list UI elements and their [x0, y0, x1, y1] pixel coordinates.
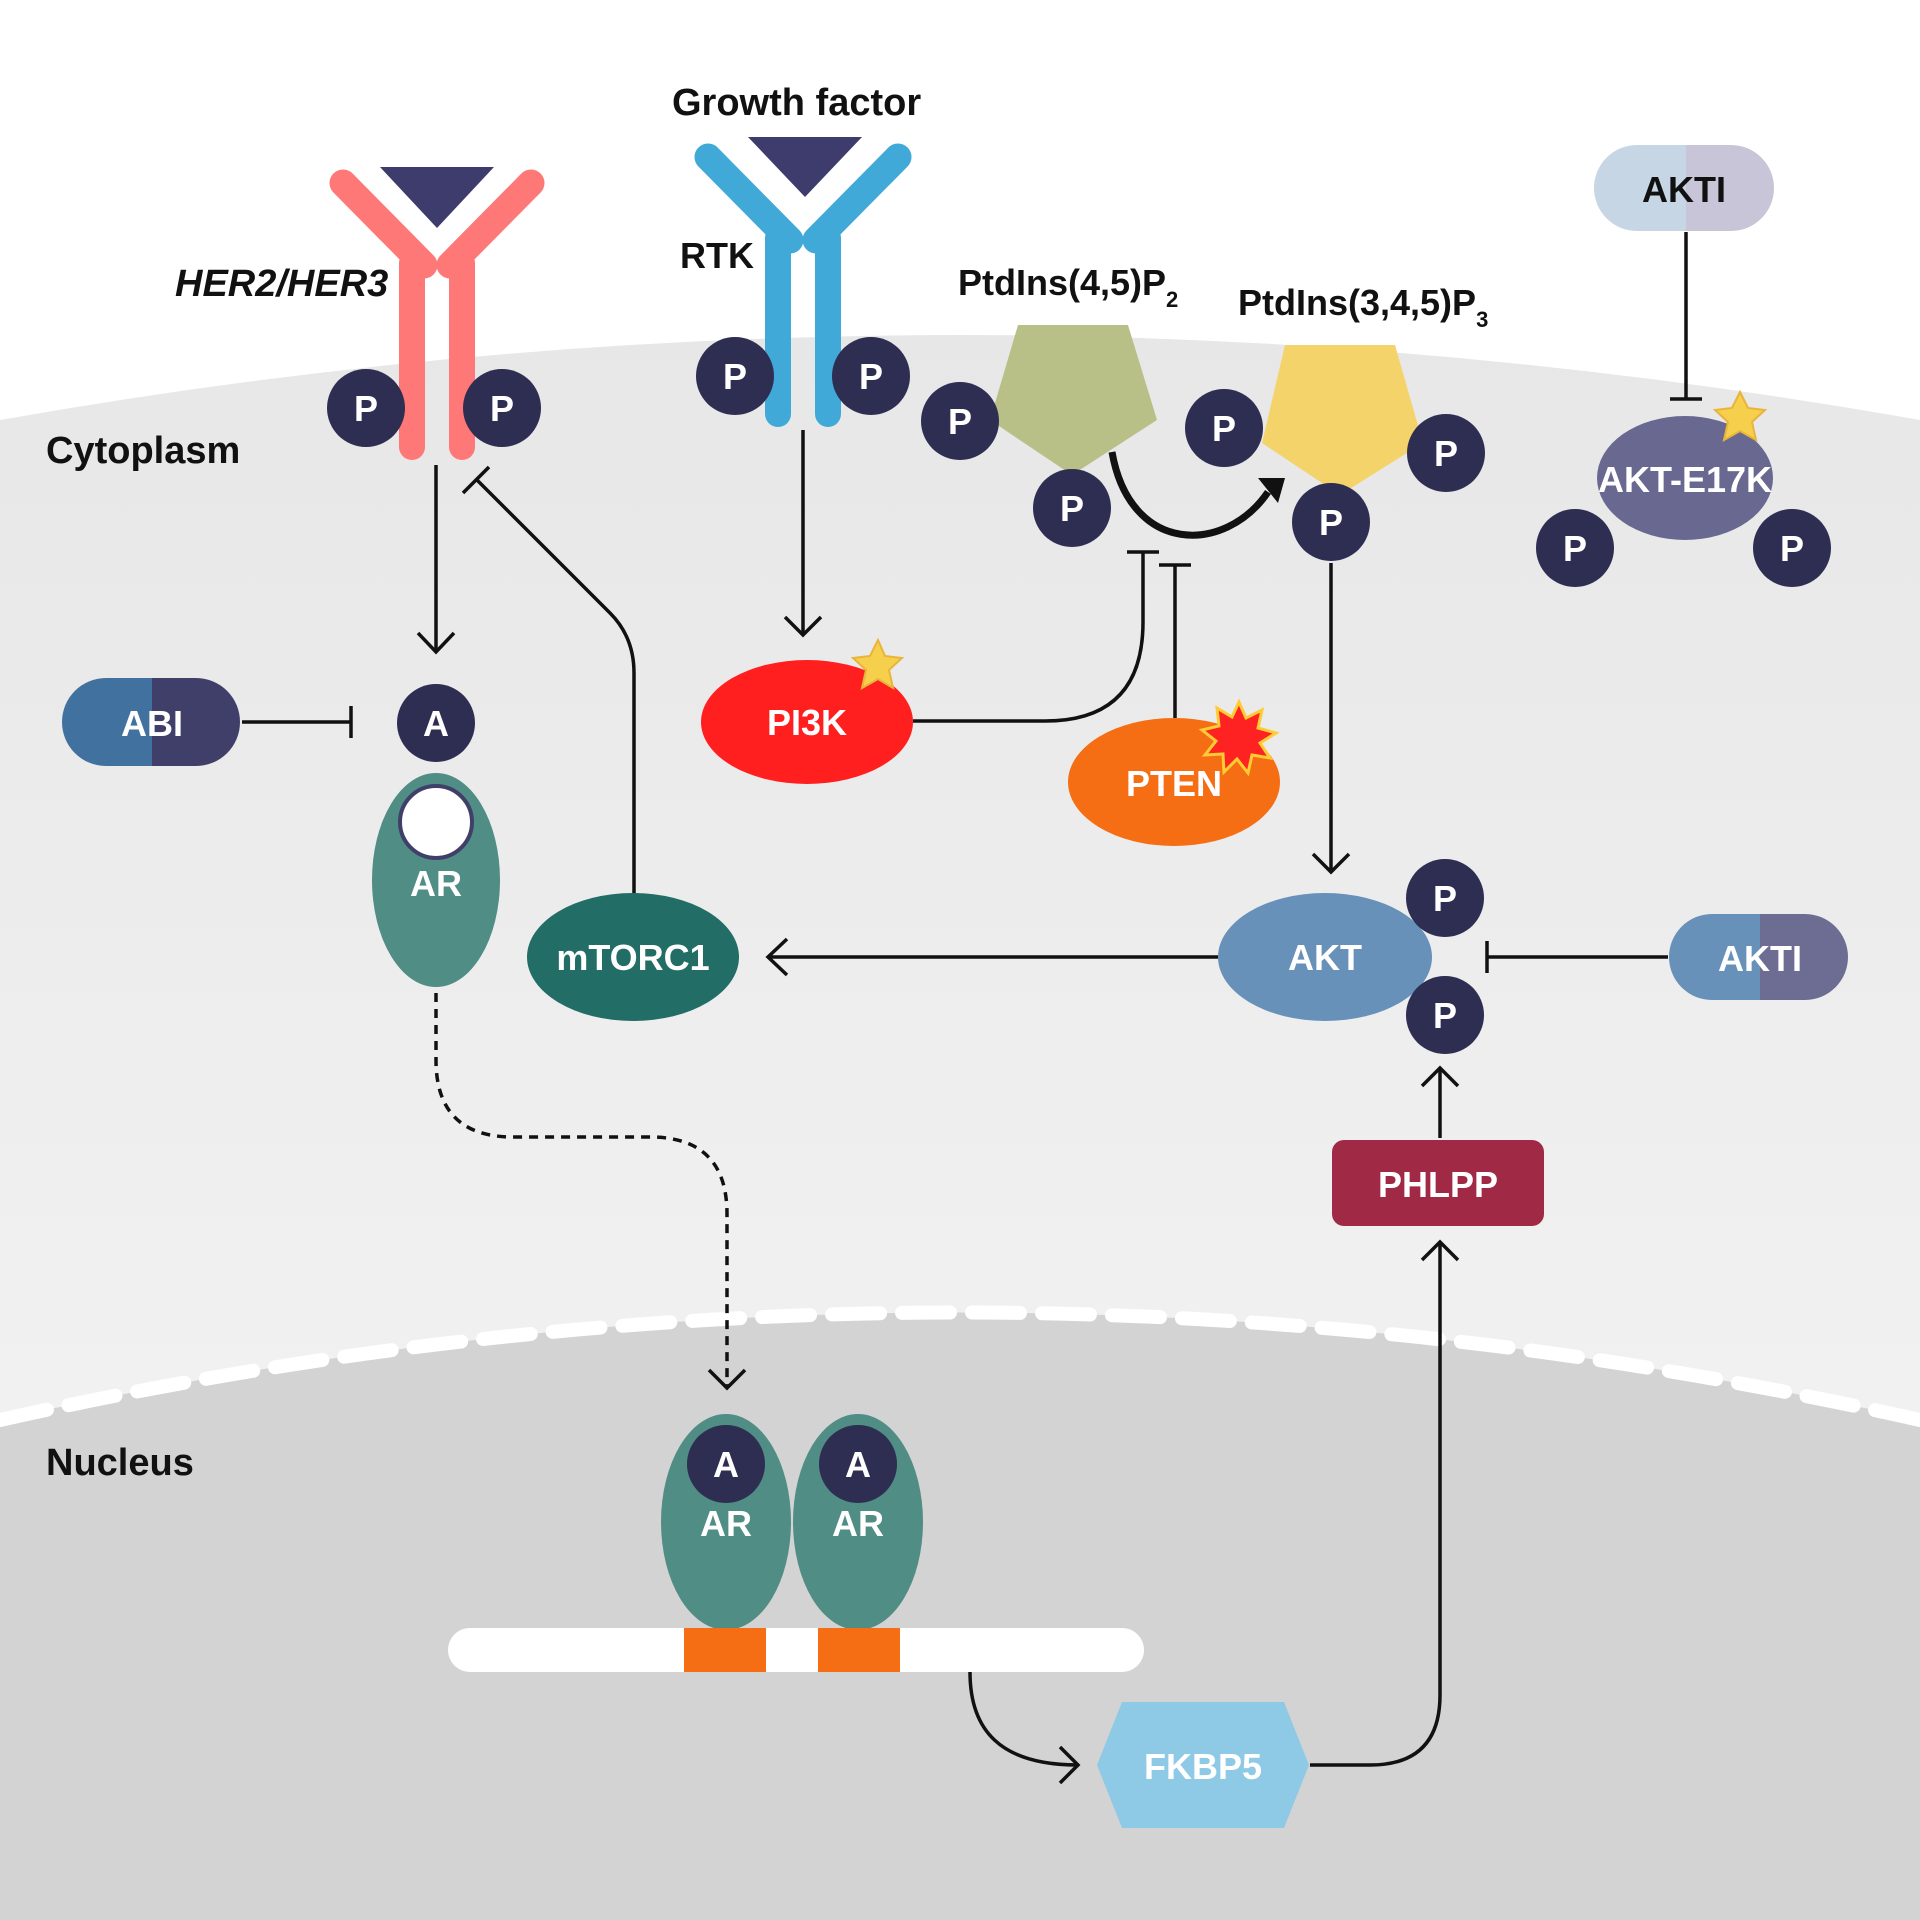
mtorc1-inhibits-her2	[475, 478, 636, 893]
svg-text:P: P	[1434, 433, 1458, 474]
svg-text:P: P	[859, 356, 883, 397]
akt-e17k-node: AKT-E17K	[1597, 416, 1773, 540]
fkbp5-to-phlpp-arrowhead	[1420, 1239, 1460, 1262]
phospho-rtk-right: P	[832, 337, 910, 415]
svg-text:AR: AR	[700, 1503, 752, 1544]
phospho-rtk-left: P	[696, 337, 774, 415]
androgen-receptor-cytoplasm: AR	[372, 773, 500, 987]
akt-to-mtorc1-arrowhead	[765, 937, 789, 977]
dna-binding-site-left	[684, 1628, 766, 1672]
pip2-to-pip3-arrowhead	[1258, 478, 1285, 503]
svg-text:A: A	[423, 703, 449, 744]
ligand-rtk	[748, 137, 862, 197]
dna-binding-site-right	[818, 1628, 900, 1672]
svg-text:AR: AR	[410, 863, 462, 904]
phospho-akt-e17k-right: P	[1753, 509, 1831, 587]
phospho-pip2-bottom: P	[1033, 469, 1111, 547]
pip2-to-pip3-arrow	[1108, 451, 1271, 539]
pip2-label: PtdIns(4,5)P2	[958, 262, 1178, 312]
akti-top-pill: AKTI	[1594, 145, 1774, 231]
rtk-label: RTK	[680, 235, 754, 276]
phospho-pip2-left: P	[921, 382, 999, 460]
svg-text:P: P	[1319, 502, 1343, 543]
svg-text:AKTI: AKTI	[1718, 938, 1802, 979]
fkbp5-to-phlpp-arrow	[1310, 1242, 1442, 1767]
svg-text:AR: AR	[832, 1503, 884, 1544]
svg-text:P: P	[490, 388, 514, 429]
mtorc1-node: mTORC1	[527, 893, 739, 1021]
svg-text:P: P	[354, 388, 378, 429]
mtorc1-inhibits-her2-bar	[461, 465, 491, 495]
phlpp-to-akt-arrowhead	[1420, 1065, 1460, 1088]
rtk-receptor	[694, 143, 912, 427]
mutation-star-pi3k	[850, 637, 905, 691]
ar-translocation-arrow	[434, 993, 729, 1388]
svg-text:PI3K: PI3K	[767, 702, 847, 743]
phospho-her2-right: P	[463, 369, 541, 447]
svg-text:P: P	[1212, 408, 1236, 449]
phospho-pip3-right: P	[1407, 414, 1485, 492]
svg-text:P: P	[1780, 528, 1804, 569]
pip3-to-akt-arrowhead	[1311, 852, 1351, 875]
svg-text:PTEN: PTEN	[1126, 763, 1222, 804]
svg-text:A: A	[845, 1444, 871, 1485]
svg-text:P: P	[1563, 528, 1587, 569]
svg-text:P: P	[723, 356, 747, 397]
pip3-pentagon	[1262, 345, 1423, 495]
dna-to-fkbp5-arrowhead	[1058, 1745, 1081, 1785]
akti-right-pill: AKTI	[1669, 914, 1848, 1000]
svg-text:P: P	[1433, 878, 1457, 919]
pip3-label: PtdIns(3,4,5)P3	[1238, 282, 1488, 332]
svg-text:P: P	[1433, 995, 1457, 1036]
akt-node: AKT	[1218, 893, 1432, 1021]
ligand-her2	[380, 167, 494, 228]
pip2-pentagon	[990, 325, 1157, 475]
svg-text:P: P	[1060, 488, 1084, 529]
svg-text:AKTI: AKTI	[1642, 169, 1726, 210]
androgen-receptor-nucleus-right: A AR	[793, 1414, 923, 1630]
svg-text:AKT: AKT	[1288, 937, 1362, 978]
nucleus-region	[0, 1312, 1920, 1920]
mutation-burst-pten	[1198, 698, 1280, 777]
phospho-akt-top: P	[1406, 859, 1484, 937]
dna-strand	[448, 1628, 1144, 1672]
svg-text:A: A	[713, 1444, 739, 1485]
pi3k-inhibits-conversion	[913, 553, 1145, 723]
phospho-her2-left: P	[327, 369, 405, 447]
phospho-akt-bottom: P	[1406, 976, 1484, 1054]
cytoplasm-label: Cytoplasm	[46, 430, 240, 472]
her2-her3-receptor	[329, 169, 545, 460]
svg-text:ABI: ABI	[121, 703, 183, 744]
androgen-receptor-nucleus-left: A AR	[661, 1414, 791, 1630]
her2-to-androgen-arrowhead	[416, 631, 456, 655]
phospho-pip3-bottom: P	[1292, 483, 1370, 561]
dna-to-fkbp5-arrow	[968, 1671, 1079, 1767]
phospho-pip3-left: P	[1185, 389, 1263, 467]
growth-factor-label: Growth factor	[672, 82, 921, 124]
svg-text:AKT-E17K: AKT-E17K	[1598, 459, 1772, 500]
svg-text:P: P	[948, 401, 972, 442]
abi-pill: ABI	[62, 678, 240, 766]
androgen-node: A	[397, 684, 475, 762]
her2-label: HER2/HER3	[175, 263, 388, 305]
rtk-to-pi3k-arrowhead	[783, 615, 823, 638]
pi3k-node: PI3K	[701, 660, 913, 784]
phospho-akt-e17k-left: P	[1536, 509, 1614, 587]
svg-text:FKBP5: FKBP5	[1144, 1746, 1262, 1787]
phlpp-node: PHLPP	[1332, 1140, 1544, 1226]
svg-text:mTORC1: mTORC1	[556, 937, 709, 978]
nuclear-membrane	[0, 1305, 1920, 1427]
mutation-star-akt-e17k	[1712, 389, 1768, 442]
svg-text:PHLPP: PHLPP	[1378, 1164, 1498, 1205]
nucleus-label: Nucleus	[46, 1442, 194, 1484]
fkbp5-node: FKBP5	[1097, 1702, 1309, 1828]
ar-translocation-arrowhead	[707, 1368, 747, 1391]
